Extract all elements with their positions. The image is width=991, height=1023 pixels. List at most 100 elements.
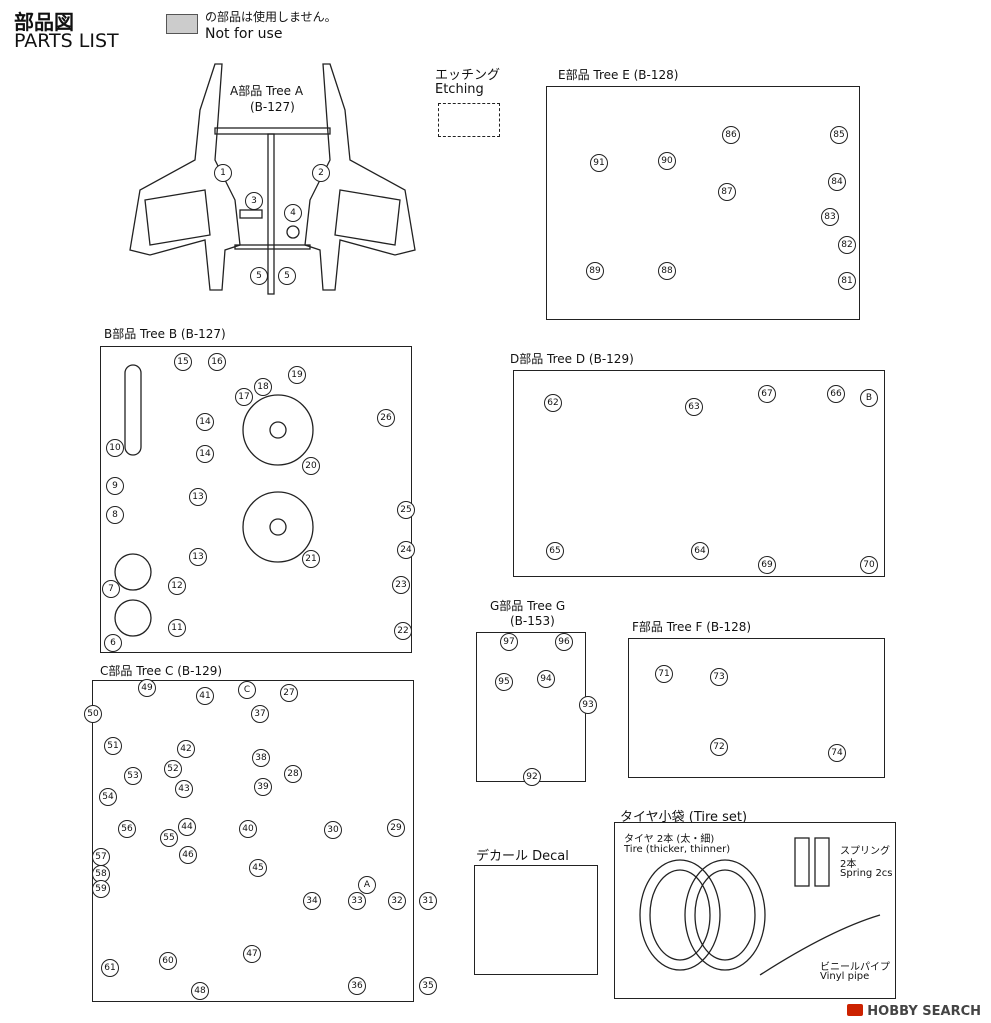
page-title-jp: 部品図	[14, 10, 74, 34]
part-number-d: 66	[827, 385, 845, 403]
part-number-g: 96	[555, 633, 573, 651]
part-number-f: 72	[710, 738, 728, 756]
part-number-b: 10	[106, 439, 124, 457]
part-number-c: C	[238, 681, 256, 699]
part-number-b: 13	[189, 548, 207, 566]
tree-c-label: C部品 Tree C (B-129)	[100, 664, 223, 678]
part-number-g: 94	[537, 670, 555, 688]
page-title-en: PARTS LIST	[14, 30, 119, 52]
tree-d-label: D部品 Tree D (B-129)	[510, 352, 634, 366]
pipe-label-en: Vinyl pipe	[820, 971, 870, 982]
not-for-use-swatch	[166, 14, 198, 34]
part-number-c: 36	[348, 977, 366, 995]
etching-label-en: Etching	[435, 82, 484, 97]
part-number-e: 82	[838, 236, 856, 254]
part-number-c: 56	[118, 820, 136, 838]
part-number-b: 9	[106, 477, 124, 495]
part-number-d: 63	[685, 398, 703, 416]
part-number-g: 97	[500, 633, 518, 651]
part-number-c: 43	[175, 780, 193, 798]
part-number-c: 38	[252, 749, 270, 767]
part-number-f: 71	[655, 665, 673, 683]
part-number-e: 91	[590, 154, 608, 172]
part-number-b: 12	[168, 577, 186, 595]
tree-a-label: A部品 Tree A	[230, 84, 304, 98]
part-number-g: 95	[495, 673, 513, 691]
part-number-e: 85	[830, 126, 848, 144]
part-number-c: A	[358, 876, 376, 894]
part-number-c: 30	[324, 821, 342, 839]
tree-b-label: B部品 Tree B (B-127)	[104, 327, 226, 341]
part-number-e: 84	[828, 173, 846, 191]
decal-label: デカール Decal	[476, 849, 569, 864]
part-number-c: 37	[251, 705, 269, 723]
part-number-f: 74	[828, 744, 846, 762]
part-number-c: 28	[284, 765, 302, 783]
part-number-b: 11	[168, 619, 186, 637]
part-number-c: 54	[99, 788, 117, 806]
part-number-a: 1	[214, 164, 232, 182]
part-number-b: 15	[174, 353, 192, 371]
part-number-c: 40	[239, 820, 257, 838]
tire-set-label: タイヤ小袋 (Tire set)	[620, 810, 748, 825]
part-number-d: 67	[758, 385, 776, 403]
part-number-c: 46	[179, 846, 197, 864]
part-number-b: 16	[208, 353, 226, 371]
part-number-c: 32	[388, 892, 406, 910]
part-number-d: 64	[691, 542, 709, 560]
part-number-e: 86	[722, 126, 740, 144]
part-number-b: 13	[189, 488, 207, 506]
part-number-a: 4	[284, 204, 302, 222]
part-number-c: 57	[92, 848, 110, 866]
part-number-a: 3	[245, 192, 263, 210]
part-number-f: 73	[710, 668, 728, 686]
part-number-g: 92	[523, 768, 541, 786]
part-number-e: 87	[718, 183, 736, 201]
part-number-a: 2	[312, 164, 330, 182]
pipe-label-jp: ビニールパイプ	[820, 962, 890, 973]
tree-b-frame	[100, 346, 412, 653]
part-number-b: 22	[394, 622, 412, 640]
spring-label-jp2: 2本	[840, 859, 857, 870]
part-number-d: 70	[860, 556, 878, 574]
tree-e-label: E部品 Tree E (B-128)	[558, 68, 679, 82]
part-number-b: 8	[106, 506, 124, 524]
tree-a-code: (B-127)	[250, 100, 295, 114]
part-number-b: 7	[102, 580, 120, 598]
etching-sheet	[438, 103, 500, 137]
tree-c-frame	[92, 680, 414, 1002]
part-number-c: 60	[159, 952, 177, 970]
tree-d-frame	[513, 370, 885, 577]
part-number-b: 20	[302, 457, 320, 475]
part-number-a: 5	[278, 267, 296, 285]
part-number-a: 5	[250, 267, 268, 285]
part-number-c: 49	[138, 679, 156, 697]
part-number-b: 17	[235, 388, 253, 406]
part-number-g: 93	[579, 696, 597, 714]
part-number-b: 26	[377, 409, 395, 427]
etching-label-jp: エッチング	[435, 68, 501, 83]
part-number-c: 59	[92, 880, 110, 898]
part-number-c: 29	[387, 819, 405, 837]
tree-f-frame	[628, 638, 885, 778]
part-number-d: 65	[546, 542, 564, 560]
watermark: HOBBY SEARCH	[847, 1004, 981, 1019]
tree-g-code: (B-153)	[510, 614, 555, 628]
part-number-c: 50	[84, 705, 102, 723]
part-number-c: 41	[196, 687, 214, 705]
legend-text-jp: の部品は使用しません。	[205, 10, 337, 24]
part-number-c: 52	[164, 760, 182, 778]
legend-text-en: Not for use	[205, 26, 283, 42]
part-number-c: 27	[280, 684, 298, 702]
part-number-b: 25	[397, 501, 415, 519]
part-number-c: 51	[104, 737, 122, 755]
part-number-e: 89	[586, 262, 604, 280]
part-number-b: 14	[196, 413, 214, 431]
part-number-c: 34	[303, 892, 321, 910]
part-number-d: B	[860, 389, 878, 407]
tire-label-en: Tire (thicker, thinner)	[624, 844, 731, 855]
part-number-b: 23	[392, 576, 410, 594]
